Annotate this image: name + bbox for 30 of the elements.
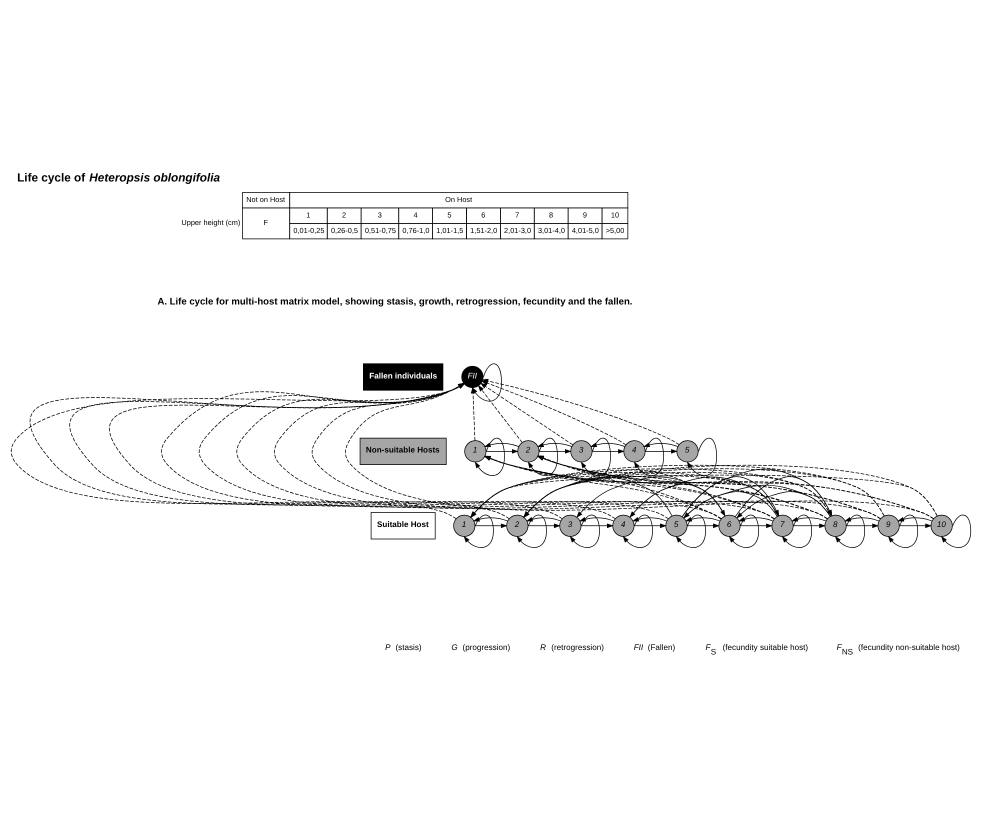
label: 1 [306,210,310,219]
label: 0,26-0,5 [330,225,358,234]
label: 10 [610,210,620,219]
label: Not on Host [246,194,286,204]
label: >5,00 [606,225,624,234]
label: 4 [413,210,418,219]
label: A. Life cycle for multi-host matrix model, showing stasis, growth, retrogression, fecundity and the fallen. [157,296,632,307]
label: 8 [549,210,554,219]
label: 0,51-0,75 [364,225,396,234]
label: 3 [378,210,382,219]
label: F [264,218,268,227]
label: 2,01-3,0 [504,225,532,234]
diagram-title: Life cycle of Heteropsis oblongifolia [17,171,220,184]
label: 1,51-2,0 [470,225,498,234]
label: 2 [342,210,346,219]
label: 5 [447,210,452,219]
label: 7 [515,210,520,219]
legend-label: FII (Fallen) [634,642,676,652]
label: 3,01-4,0 [538,225,565,234]
legend-label: R (retrogression) [540,642,604,652]
label: 6 [481,210,486,219]
label: Upper height (cm) [181,218,240,227]
label: 0,01-0,25 [293,225,324,234]
label: 1,01-1,5 [436,225,464,234]
legend-label: G (progression) [451,642,510,652]
label: 0,76-1,0 [402,225,430,234]
legend-label: P (stasis) [385,642,422,652]
label: 9 [582,210,587,219]
label: 4,01-5,0 [572,225,599,234]
label: On Host [445,194,472,204]
